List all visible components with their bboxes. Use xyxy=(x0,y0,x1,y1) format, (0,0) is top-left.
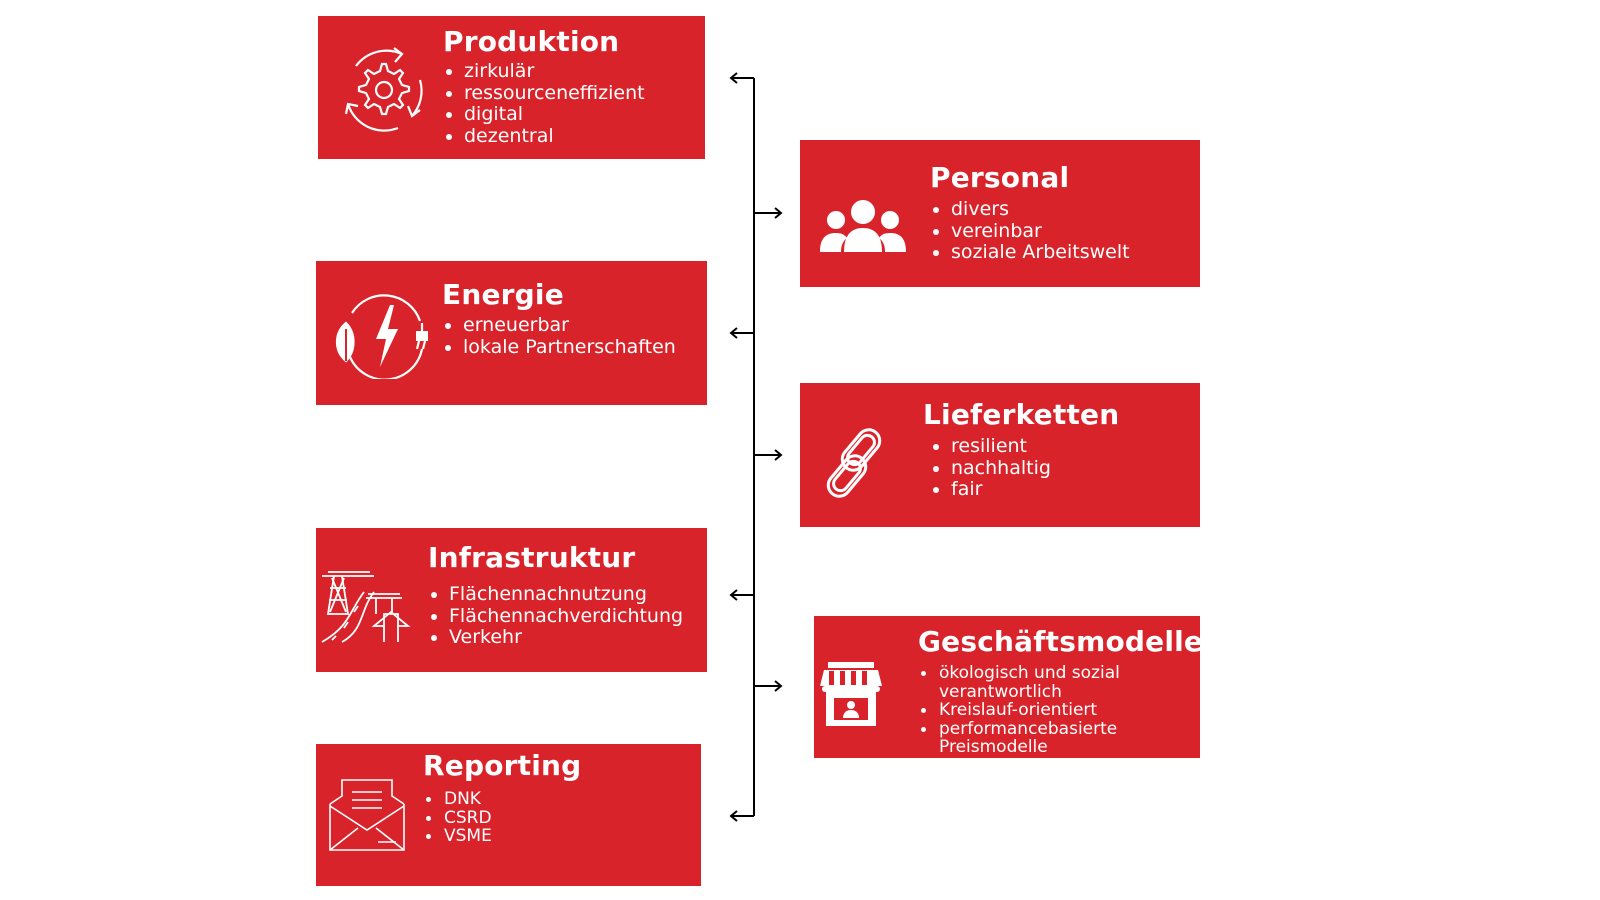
box-geschaeftsmodelle: Geschäftsmodelle ökologisch und sozial v… xyxy=(814,616,1204,758)
box-title: Lieferketten xyxy=(923,398,1120,431)
list-item: erneuerbar xyxy=(442,314,676,337)
box-title: Personal xyxy=(930,161,1070,194)
list-item: ressourceneffizient xyxy=(443,82,645,105)
box-list: Flächennachnutzung Flächennachverdichtun… xyxy=(428,583,683,649)
box-title: Produktion xyxy=(443,25,620,58)
list-item: soziale Arbeitswelt xyxy=(930,241,1130,264)
list-item: dezentral xyxy=(443,125,645,148)
list-item: CSRD xyxy=(423,808,492,828)
box-infrastruktur: Infrastruktur Flächennachnutzung Flächen… xyxy=(316,528,707,672)
list-item: ökologisch und sozial verantwortlich xyxy=(918,664,1139,701)
box-list: DNK CSRD VSME xyxy=(423,790,492,846)
box-title: Geschäftsmodelle xyxy=(918,625,1204,658)
box-personal: Personal divers vereinbar soziale Arbeit… xyxy=(800,140,1200,287)
arrow-to-energie xyxy=(729,327,754,339)
list-item: resilient xyxy=(930,435,1051,458)
circular-gear-icon xyxy=(336,42,428,138)
box-energie: Energie erneuerbar lokale Partnerschafte… xyxy=(316,261,707,405)
infrastructure-icon xyxy=(320,570,412,648)
arrow-to-reporting xyxy=(729,810,754,822)
list-item: lokale Partnerschaften xyxy=(442,336,676,359)
arrow-to-lieferketten xyxy=(754,449,783,461)
list-item: vereinbar xyxy=(930,220,1130,243)
list-item: Kreislauf-orientiert xyxy=(918,701,1139,720)
list-item: nachhaltig xyxy=(930,457,1051,480)
people-group-icon xyxy=(820,200,906,256)
arrow-to-produktion xyxy=(729,72,754,84)
box-title: Infrastruktur xyxy=(428,541,636,574)
box-lieferketten: Lieferketten resilient nachhaltig fair xyxy=(800,383,1200,527)
list-item: zirkulär xyxy=(443,60,645,83)
list-item: VSME xyxy=(423,827,492,846)
envelope-report-icon xyxy=(328,778,408,856)
storefront-icon xyxy=(820,662,882,732)
box-reporting: Reporting DNK CSRD VSME xyxy=(316,744,701,886)
box-list: erneuerbar lokale Partnerschaften xyxy=(442,314,676,359)
box-list: resilient nachhaltig fair xyxy=(930,435,1051,501)
list-item: Verkehr xyxy=(428,626,683,649)
list-item: digital xyxy=(443,103,645,126)
arrow-to-personal xyxy=(754,207,783,219)
box-list: divers vereinbar soziale Arbeitswelt xyxy=(930,198,1130,264)
list-item: performancebasierte Preismodelle xyxy=(918,719,1139,757)
box-title: Energie xyxy=(442,278,564,311)
chain-link-icon xyxy=(816,425,892,505)
arrow-to-infrastruktur xyxy=(729,589,754,601)
list-item: Flächennachverdichtung xyxy=(428,605,683,628)
renewable-energy-icon xyxy=(332,293,432,383)
list-item: fair xyxy=(930,478,1051,501)
box-produktion: Produktion zirkulär ressourceneffizient … xyxy=(318,16,705,159)
list-item: Flächennachnutzung xyxy=(428,583,683,606)
box-title: Reporting xyxy=(423,749,582,782)
arrow-to-geschaeftsmodelle xyxy=(754,680,783,692)
list-item: DNK xyxy=(423,790,492,809)
box-list: zirkulär ressourceneffizient digital dez… xyxy=(443,60,645,148)
list-item: divers xyxy=(930,198,1130,221)
box-list: ökologisch und sozial verantwortlich Kre… xyxy=(918,664,1139,757)
